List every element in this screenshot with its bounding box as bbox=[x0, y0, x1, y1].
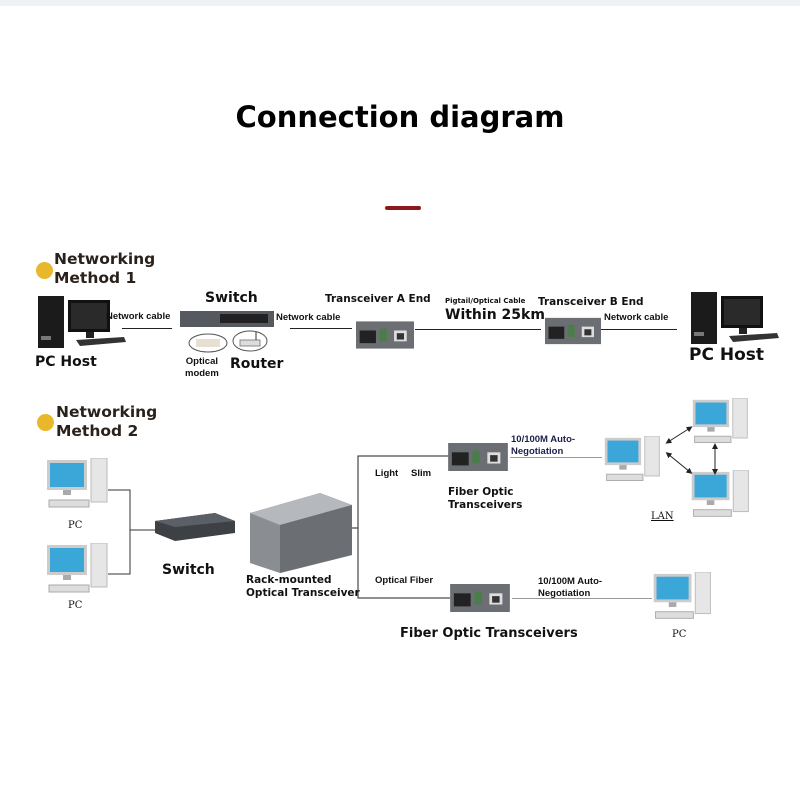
router-label: Router bbox=[230, 356, 284, 372]
pc-icon bbox=[650, 572, 715, 624]
pc-host-label: PC Host bbox=[689, 345, 765, 365]
label-line: Optical Transceiver bbox=[246, 587, 360, 599]
label-line: Rack-mounted bbox=[246, 574, 332, 586]
fiber-transceiver-icon bbox=[446, 443, 510, 471]
slim-label: Slim bbox=[411, 468, 432, 479]
router-icon bbox=[232, 330, 268, 352]
label-line: Negotiation bbox=[538, 588, 591, 599]
network-cable-line bbox=[290, 328, 352, 329]
pc-label: PC bbox=[68, 520, 83, 531]
bullet-icon bbox=[37, 414, 54, 431]
label-line: 10/100M Auto- bbox=[538, 576, 603, 587]
network-cable-label: Network cable bbox=[604, 312, 669, 323]
pc-label: PC bbox=[672, 629, 687, 640]
auto-negotiation-label: 10/100M Auto-Negotiation bbox=[511, 434, 575, 458]
network-cable-line bbox=[512, 598, 652, 599]
transceiver-b-icon bbox=[545, 310, 601, 352]
pc-host-icon bbox=[688, 292, 780, 347]
pc-host-icon bbox=[36, 296, 126, 351]
lan-arrows-icon bbox=[665, 426, 718, 475]
pc-host-label: PC Host bbox=[35, 354, 97, 370]
fiber-optic-transceivers-label: Fiber Optic Transceivers bbox=[400, 626, 578, 641]
heading-line: Networking bbox=[56, 403, 158, 421]
fiber-transceiver-icon bbox=[448, 584, 512, 612]
network-cable-line bbox=[122, 328, 172, 329]
label-line: Fiber Optic bbox=[448, 486, 514, 498]
label-line: 10/100M Auto- bbox=[511, 434, 576, 445]
page-title: Connection diagram bbox=[235, 100, 565, 134]
label-line: Negotiation bbox=[511, 446, 564, 457]
transceiver-b-label: Transceiver B End bbox=[538, 296, 644, 308]
network-cable-line bbox=[600, 329, 677, 330]
pc-icon bbox=[600, 436, 665, 486]
lan-label: LAN bbox=[651, 511, 674, 522]
network-cable-label: Network cable bbox=[106, 311, 171, 322]
rack-transceiver-icon bbox=[250, 493, 352, 573]
heading-line: Method 1 bbox=[54, 269, 137, 287]
distance-label: Within 25km bbox=[445, 307, 545, 323]
switch-icon bbox=[155, 513, 235, 541]
switch-label: Switch bbox=[162, 562, 215, 578]
label-line: Transceivers bbox=[448, 499, 523, 511]
pc-switch-cables bbox=[108, 489, 158, 575]
label-line: Optical bbox=[185, 356, 218, 367]
transceiver-a-icon bbox=[356, 318, 414, 352]
label-line: modem bbox=[185, 368, 219, 379]
pc-icon bbox=[45, 543, 110, 598]
bullet-icon bbox=[36, 262, 53, 279]
optical-cable-line bbox=[415, 329, 541, 330]
light-label: Light bbox=[375, 468, 399, 479]
network-cable-line bbox=[510, 457, 602, 458]
switch-label: Switch bbox=[205, 290, 258, 306]
network-cable-label: Network cable bbox=[276, 312, 341, 323]
optical-fiber-label: Optical Fiber bbox=[375, 575, 434, 586]
pc-label: PC bbox=[68, 600, 83, 611]
top-bar bbox=[0, 0, 800, 6]
pigtail-label: Pigtail/Optical Cable bbox=[445, 297, 526, 305]
pc-icon bbox=[45, 458, 110, 513]
auto-negotiation-label: 10/100M Auto-Negotiation bbox=[538, 576, 602, 600]
fiber-lines bbox=[352, 455, 450, 599]
heading-line: Networking bbox=[54, 250, 156, 268]
transceiver-a-label: Transceiver A End bbox=[325, 293, 431, 305]
heading-line: Method 2 bbox=[56, 422, 139, 440]
optical-modem-icon bbox=[188, 333, 228, 353]
title-accent-divider bbox=[385, 206, 421, 210]
switch-icon bbox=[180, 311, 274, 327]
